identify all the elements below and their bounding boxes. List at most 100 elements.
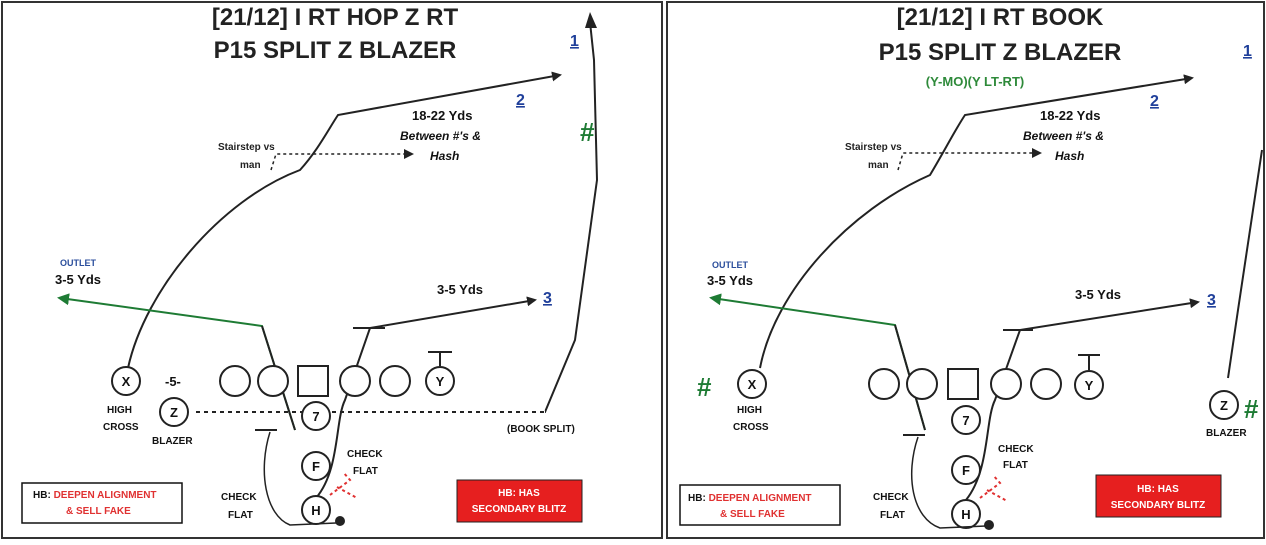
route-3-flat bbox=[965, 298, 1200, 501]
between-label: Between #'s & bbox=[400, 129, 481, 143]
blitz-alert-box bbox=[1095, 474, 1222, 518]
blitz-line2: SECONDARY BLITZ bbox=[1111, 500, 1205, 511]
lineman-tackle bbox=[868, 368, 900, 400]
pass-pro-path bbox=[979, 474, 1002, 499]
depth-label: 18-22 Yds bbox=[1040, 108, 1100, 123]
left-play-subtitle: P15 SPLIT Z BLAZER bbox=[214, 37, 457, 64]
between-label: Between #'s & bbox=[1023, 129, 1104, 143]
right-play-subtitle: P15 SPLIT Z BLAZER bbox=[879, 39, 1122, 66]
player-y bbox=[1074, 370, 1104, 400]
flat-label: FLAT bbox=[353, 466, 378, 477]
hb-note-line1: HB: DEEPEN ALIGNMENT bbox=[688, 493, 812, 504]
ball-marker bbox=[335, 516, 345, 526]
route-2-deep-cross bbox=[759, 74, 1194, 369]
lineman-guard bbox=[906, 368, 938, 400]
high-label: HIGH bbox=[737, 405, 762, 416]
player-x-label: X bbox=[122, 374, 131, 389]
lineman-guard bbox=[257, 365, 289, 397]
player-7 bbox=[301, 401, 331, 431]
route-number-3: 3 bbox=[1207, 292, 1216, 309]
left-play-panel: [21/12] I RT HOP Z RT P15 SPLIT Z BLAZER… bbox=[21, 4, 599, 526]
player-7-label: 7 bbox=[962, 413, 969, 428]
hb-note-box bbox=[679, 484, 841, 526]
left-panel-border bbox=[1, 1, 663, 539]
right-play-panel: [21/12] I RT BOOK P15 SPLIT Z BLAZER (Y-… bbox=[679, 4, 1263, 530]
player-z bbox=[159, 397, 189, 427]
route-2-deep-cross bbox=[127, 71, 562, 369]
player-x bbox=[737, 369, 767, 399]
route-number-2: 2 bbox=[1150, 93, 1159, 110]
right-panel-border bbox=[666, 1, 1265, 539]
player-y-label: Y bbox=[1085, 378, 1094, 393]
stairstep-route bbox=[270, 149, 414, 171]
split-label: -5- bbox=[165, 374, 181, 389]
player-z bbox=[1209, 390, 1239, 420]
book-split-label: (BOOK SPLIT) bbox=[507, 424, 575, 435]
fake-path bbox=[911, 436, 987, 529]
player-h-label: H bbox=[961, 507, 970, 522]
player-z-label: Z bbox=[170, 405, 178, 420]
hash-label: Hash bbox=[430, 149, 459, 163]
player-7-label: 7 bbox=[312, 409, 319, 424]
lineman-tackle bbox=[379, 365, 411, 397]
man-label: man bbox=[868, 160, 889, 171]
lineman-center bbox=[297, 365, 329, 397]
lineman-guard bbox=[339, 365, 371, 397]
hash-mark: # bbox=[697, 372, 712, 402]
lineman-tackle bbox=[219, 365, 251, 397]
fake-path bbox=[263, 431, 337, 526]
route-3-flat bbox=[315, 296, 537, 499]
hb-note-line1: HB: DEEPEN ALIGNMENT bbox=[33, 490, 157, 501]
man-label: man bbox=[240, 160, 261, 171]
blitz-line1: HB: HAS bbox=[498, 488, 540, 499]
blitz-line2: SECONDARY BLITZ bbox=[472, 504, 566, 515]
right-play-title: [21/12] I RT BOOK bbox=[897, 4, 1104, 31]
hash-mark: # bbox=[580, 117, 595, 147]
player-f bbox=[951, 455, 981, 485]
ball-marker bbox=[984, 520, 994, 530]
hb-note-line2: & SELL FAKE bbox=[720, 509, 785, 520]
outlet-yards: 3-5 Yds bbox=[55, 272, 101, 287]
blitz-alert-box bbox=[456, 479, 583, 523]
player-y bbox=[425, 366, 455, 396]
flat-label: FLAT bbox=[1003, 460, 1028, 471]
left-play-title: [21/12] I RT HOP Z RT bbox=[212, 4, 459, 31]
stairstep-label: Stairstep vs bbox=[218, 142, 275, 153]
player-x bbox=[111, 366, 141, 396]
hash-label: Hash bbox=[1055, 149, 1084, 163]
route-number-1: 1 bbox=[570, 33, 579, 50]
outlet-yards: 3-5 Yds bbox=[707, 273, 753, 288]
hash-mark: # bbox=[1244, 394, 1259, 424]
high-label: HIGH bbox=[107, 405, 132, 416]
route-number-3: 3 bbox=[543, 290, 552, 307]
route-number-1: 1 bbox=[1243, 43, 1252, 60]
stairstep-label: Stairstep vs bbox=[845, 142, 902, 153]
player-7 bbox=[951, 405, 981, 435]
check-label: CHECK bbox=[221, 492, 257, 503]
flat-yards: 3-5 Yds bbox=[1075, 287, 1121, 302]
check-label: CHECK bbox=[998, 444, 1034, 455]
route-1-go bbox=[196, 21, 599, 413]
player-h-label: H bbox=[311, 503, 320, 518]
player-h bbox=[951, 499, 981, 529]
outlet-label: OUTLET bbox=[60, 258, 96, 268]
player-f-label: F bbox=[312, 459, 320, 474]
route-number-2: 2 bbox=[516, 92, 525, 109]
outlet-label: OUTLET bbox=[712, 260, 748, 270]
player-f-label: F bbox=[962, 463, 970, 478]
hb-note-box bbox=[21, 482, 183, 524]
flat-label: FLAT bbox=[880, 510, 905, 521]
hb-note-line2: & SELL FAKE bbox=[66, 506, 131, 517]
blazer-label: BLAZER bbox=[1206, 428, 1247, 439]
blitz-line1: HB: HAS bbox=[1137, 484, 1179, 495]
cross-label: CROSS bbox=[103, 422, 139, 433]
player-y-label: Y bbox=[436, 374, 445, 389]
lineman-tackle bbox=[1030, 368, 1062, 400]
flat-yards: 3-5 Yds bbox=[437, 282, 483, 297]
player-f bbox=[301, 451, 331, 481]
stairstep-route bbox=[897, 148, 1042, 171]
flat-label: FLAT bbox=[228, 510, 253, 521]
right-play-tag: (Y-MO)(Y LT-RT) bbox=[926, 74, 1024, 89]
lineman-center bbox=[947, 368, 979, 400]
pass-pro-path bbox=[329, 471, 352, 496]
